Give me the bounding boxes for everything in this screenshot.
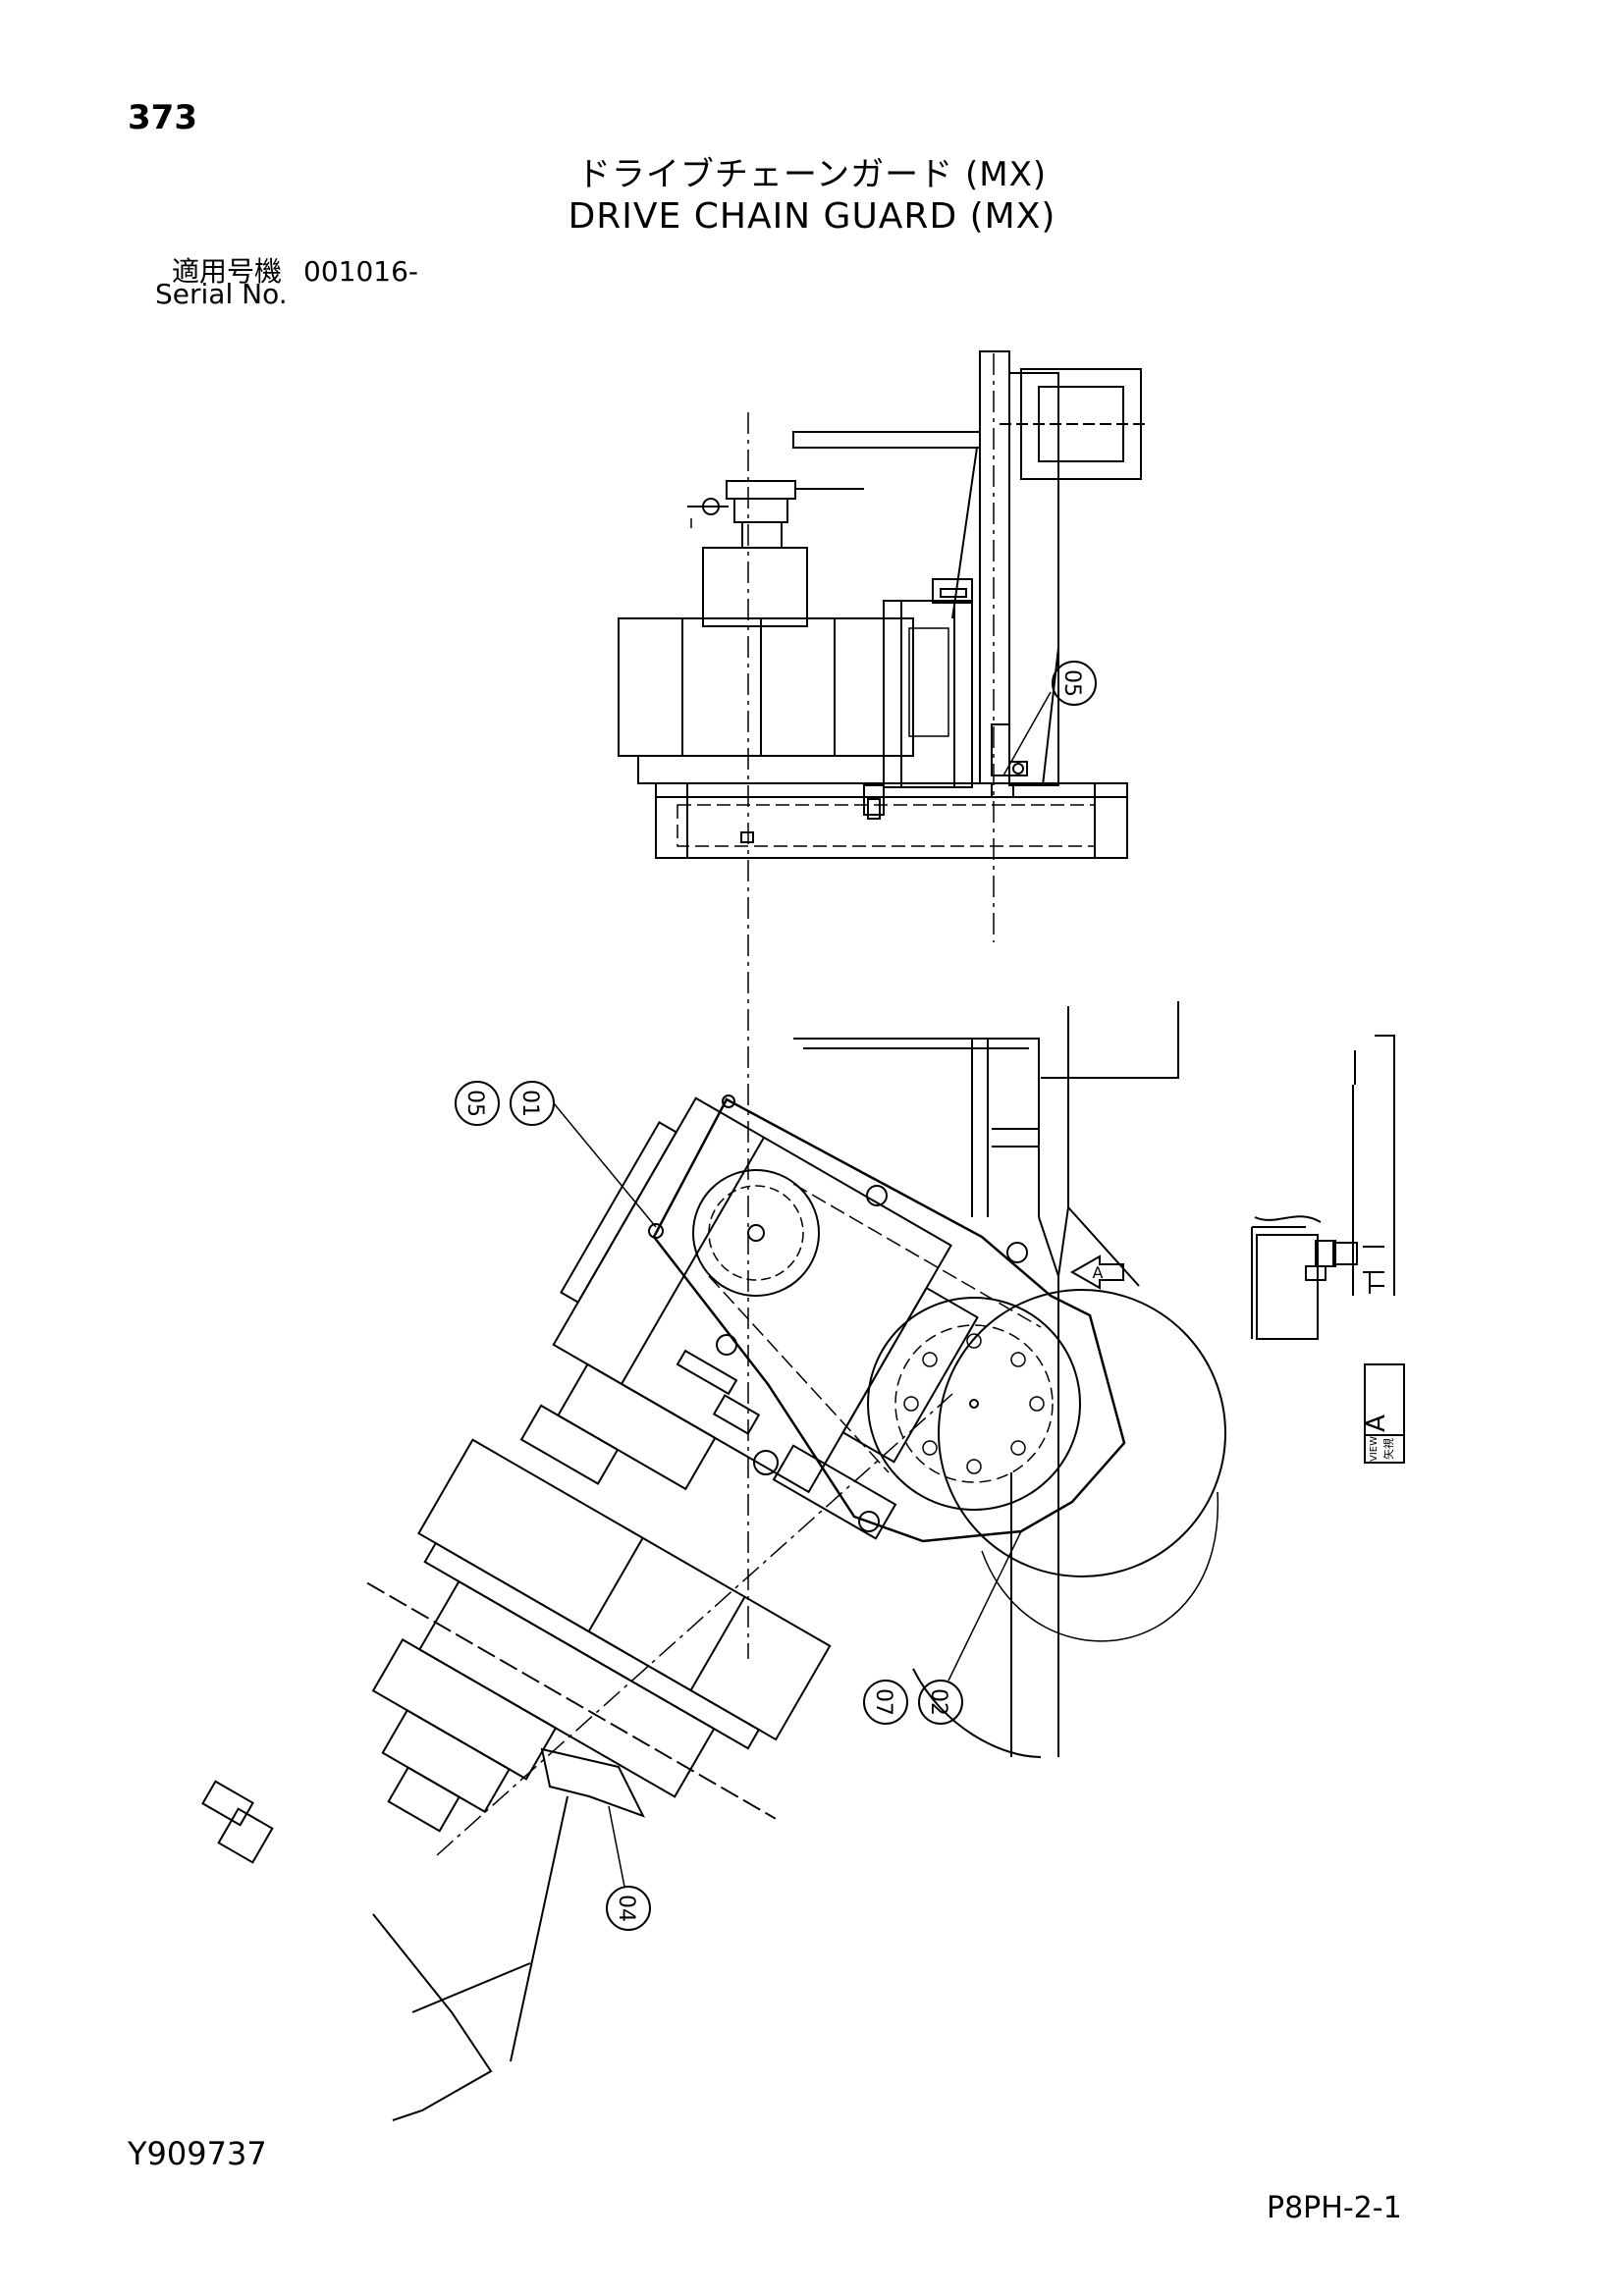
drawing-code: Y909737 [128, 2135, 267, 2172]
callout-04: 04 [614, 1895, 638, 1922]
title-english: DRIVE CHAIN GUARD (MX) [568, 196, 1056, 237]
serial-label-japanese: 適用号機 [172, 255, 283, 288]
frame-structure [793, 1001, 1226, 1758]
chain-guard-assembly [519, 1095, 1126, 1543]
view-label-jp: 矢視 [1381, 1438, 1395, 1460]
page-number: 373 [128, 98, 197, 137]
title-japanese: ドライブチェーンガード (MX) [576, 155, 1048, 194]
serial-value: 001016- [303, 255, 419, 288]
serial-row: 適用号機 001016- [172, 250, 440, 290]
callout-01: 01 [517, 1090, 542, 1117]
lower-assembly-view [201, 1393, 953, 2121]
view-mark-a: A [1362, 1415, 1391, 1432]
view-a-detail: A 矢視 VIEW [1251, 1035, 1405, 1464]
view-arrow-letter: A [1093, 1263, 1104, 1282]
top-assembly-view [618, 350, 1149, 1659]
view-label: VIEW [1369, 1436, 1380, 1462]
callout-05-top: 05 [1059, 669, 1084, 697]
callouts: 05 05 01 07 02 04 [455, 661, 1097, 1931]
view-arrow: A [1069, 1255, 1124, 1290]
page-code: P8PH-2-1 [1267, 2191, 1402, 2225]
callout-07: 07 [871, 1688, 895, 1716]
serial-label-english: Serial No. [155, 278, 288, 310]
callout-05-left: 05 [462, 1090, 487, 1117]
callout-02: 02 [926, 1688, 950, 1716]
